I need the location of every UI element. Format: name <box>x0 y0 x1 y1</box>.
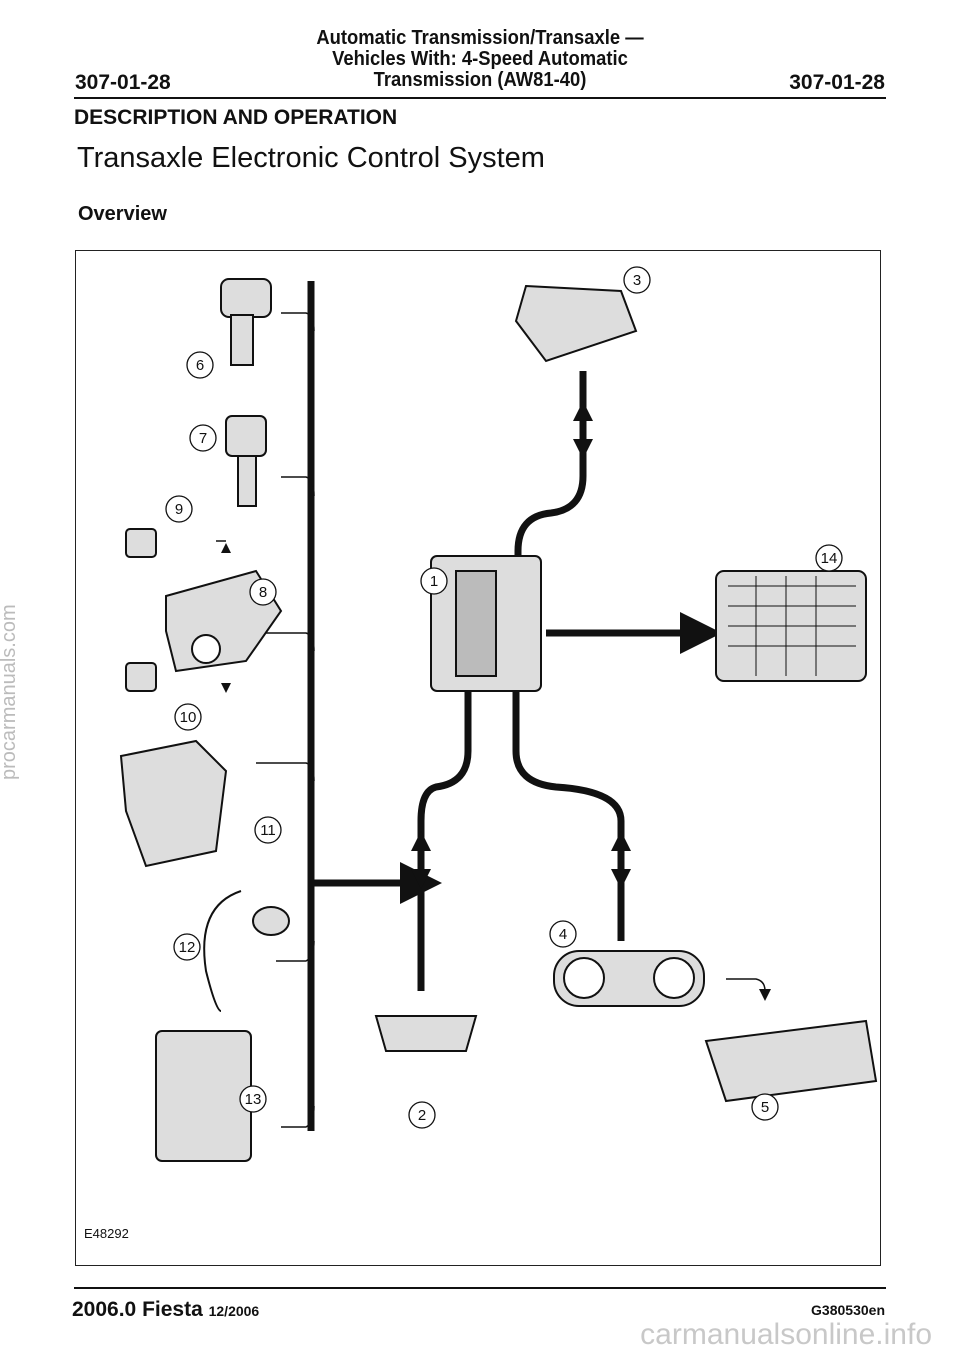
components <box>119 278 878 1162</box>
bottom-watermark: carmanualsonline.info <box>640 1318 932 1349</box>
callout-13: 13 <box>239 1085 267 1113</box>
page-number-right: 307-01-28 <box>789 71 885 94</box>
connector-brackets <box>216 312 766 1128</box>
header-title-line3: Transmission (AW81-40) <box>373 69 587 91</box>
wiring-bus <box>307 281 722 1131</box>
footer-model-name: 2006.0 Fiesta <box>72 1298 203 1321</box>
bidirectional-arrows <box>221 401 771 1001</box>
svg-text:1: 1 <box>430 573 438 590</box>
svg-text:8: 8 <box>259 584 267 601</box>
subheading: Overview <box>78 203 167 225</box>
page-number-left: 307-01-28 <box>75 71 171 94</box>
relay-9 <box>125 528 157 558</box>
callout-7: 7 <box>189 424 217 452</box>
callout-10: 10 <box>174 703 202 731</box>
selector-12 <box>203 890 242 1012</box>
footer-date: 12/2006 <box>208 1303 260 1319</box>
header-rule <box>74 97 886 99</box>
callout-5: 5 <box>751 1093 779 1121</box>
callout-1: 1 <box>420 567 448 595</box>
side-watermark: procarmanuals.com <box>0 604 20 780</box>
abs-module-5 <box>704 1019 878 1103</box>
page-title: Transaxle Electronic Control System <box>77 142 545 174</box>
svg-text:6: 6 <box>196 357 204 374</box>
speed-sensor-7-body <box>237 455 257 507</box>
svg-text:4: 4 <box>559 926 567 943</box>
speed-sensor-6 <box>220 278 272 318</box>
callout-8: 8 <box>249 578 277 606</box>
speed-sensor-7 <box>225 415 267 457</box>
section-heading: DESCRIPTION AND OPERATION <box>74 106 398 129</box>
callout-14: 14 <box>815 544 843 572</box>
dlc-2 <box>374 1015 478 1052</box>
callouts: 1 2 3 4 5 6 7 8 9 10 11 12 13 14 <box>165 266 843 1129</box>
header-title-line1: Automatic Transmission/Transaxle — <box>316 27 644 49</box>
svg-text:9: 9 <box>175 501 183 518</box>
callout-11: 11 <box>254 816 282 844</box>
svg-text:12: 12 <box>179 939 196 956</box>
svg-text:2: 2 <box>418 1107 426 1124</box>
module-13 <box>155 1030 252 1162</box>
diagram-graphic: 1 2 3 4 5 6 7 8 9 10 11 12 13 14 <box>119 266 878 1162</box>
svg-text:14: 14 <box>821 550 838 567</box>
callout-6: 6 <box>186 351 214 379</box>
footer-rule <box>74 1287 886 1289</box>
solenoid-11 <box>119 739 228 868</box>
header-title: Automatic Transmission/Transaxle — Vehic… <box>38 28 921 91</box>
callout-3: 3 <box>623 266 651 294</box>
relay-10 <box>125 662 157 692</box>
callout-12: 12 <box>173 933 201 961</box>
svg-text:11: 11 <box>260 822 276 839</box>
system-diagram: 1 2 3 4 5 6 7 8 9 10 11 12 13 14 E48292 <box>75 250 881 1266</box>
svg-text:13: 13 <box>245 1091 262 1108</box>
svg-text:10: 10 <box>180 709 197 726</box>
figure-id: E48292 <box>84 1226 129 1241</box>
speed-sensor-6-body <box>230 314 254 366</box>
svg-text:3: 3 <box>633 272 641 289</box>
svg-text:5: 5 <box>761 1099 769 1116</box>
callout-4: 4 <box>549 920 577 948</box>
svg-text:7: 7 <box>199 430 207 447</box>
footer-code: G380530en <box>811 1302 885 1318</box>
callout-9: 9 <box>165 495 193 523</box>
footer-model: 2006.0 Fiesta 12/2006 <box>72 1298 259 1322</box>
callout-2: 2 <box>408 1101 436 1129</box>
pcm-3 <box>514 284 638 363</box>
header-title-line2: Vehicles With: 4-Speed Automatic <box>332 48 628 70</box>
